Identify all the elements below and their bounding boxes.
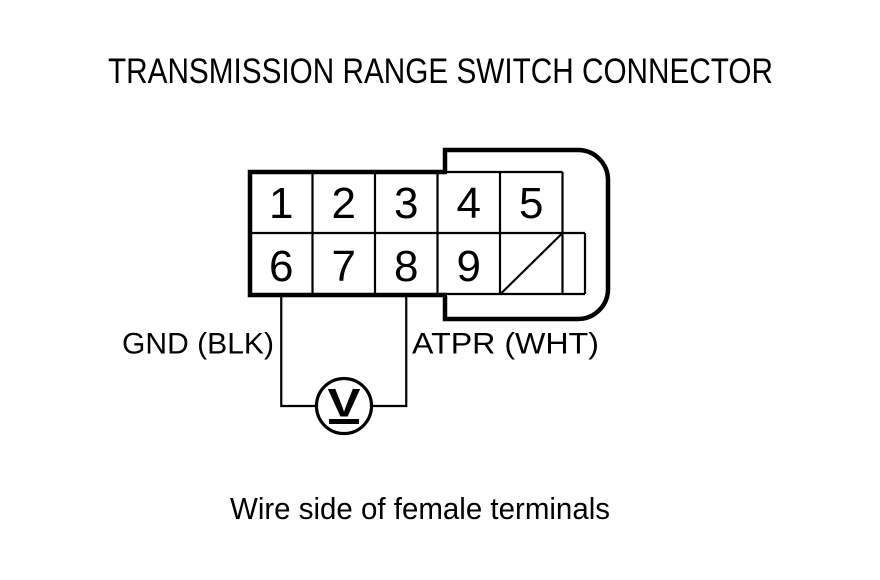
terminal-grid-lines (252, 170, 587, 296)
caption: Wire side of female terminals (230, 492, 610, 526)
terminal-8-label: 8 (394, 242, 418, 291)
voltmeter-circuit: V (280, 296, 408, 436)
terminal-3-label: 3 (394, 179, 418, 228)
terminal-7-label: 7 (332, 242, 356, 291)
connector-shell-outline (442, 147, 611, 322)
atpr-wire (371, 296, 408, 408)
gnd-lead-label: GND (BLK) (122, 328, 274, 361)
voltmeter-circle-icon (314, 376, 374, 436)
voltmeter-v-symbol: V (328, 382, 361, 426)
gnd-wire (280, 296, 317, 408)
terminal-block-border (247, 169, 447, 298)
terminal-6-label: 6 (269, 242, 293, 291)
connector: 1 2 3 4 5 6 7 8 9 (247, 147, 611, 322)
diagram-title: TRANSMISSION RANGE SWITCH CONNECTOR (108, 52, 773, 91)
atpr-lead-label: ATPR (WHT) (412, 328, 599, 361)
terminal-4-label: 4 (457, 179, 481, 228)
blocked-cell-slash-icon (500, 233, 563, 294)
terminal-9-label: 9 (457, 242, 481, 291)
terminal-1-label: 1 (269, 179, 293, 228)
terminal-5-label: 5 (519, 179, 543, 228)
terminal-2-label: 2 (332, 179, 356, 228)
